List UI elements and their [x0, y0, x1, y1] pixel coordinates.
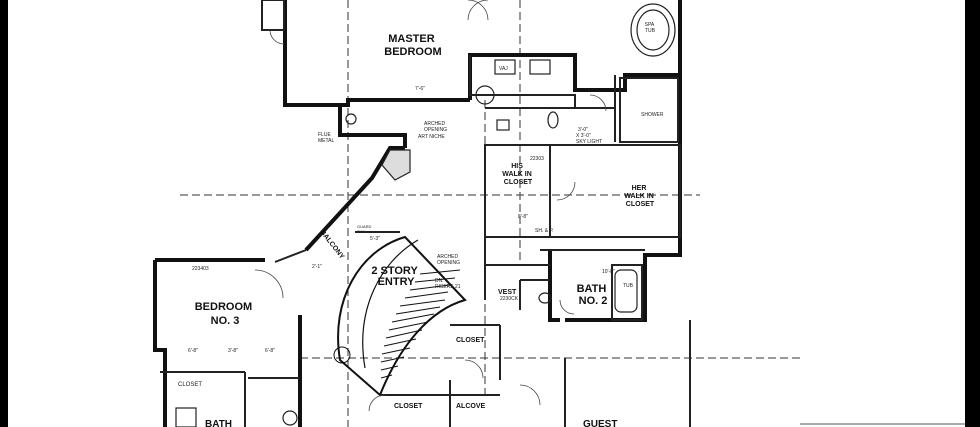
dimension-3: 6'-8" — [265, 348, 275, 354]
note-shower: SHOWER — [641, 112, 664, 118]
interior-walls — [160, 0, 691, 427]
note-risers: DN. RISERS 21 — [435, 278, 461, 290]
dimension-6: 5'-3" — [370, 236, 380, 242]
door-code-2: 2230CK — [500, 296, 519, 302]
room-label-bath-2: BATH NO. 2 — [577, 283, 610, 307]
room-label-guest: GUEST — [583, 419, 617, 427]
dashed-beam-lines — [180, 0, 800, 427]
left-border-bar — [0, 0, 8, 427]
exterior-walls — [153, 0, 682, 427]
door-swings — [254, 0, 607, 412]
room-label-closet-b: CLOSET — [394, 403, 423, 410]
door-code-1: 22303 — [530, 156, 544, 162]
door-code-3: 223403 — [192, 266, 209, 272]
room-label-vest: VEST — [498, 289, 517, 296]
dimension-8: 7'-6" — [415, 86, 425, 92]
room-label-bedroom-3: BEDROOM NO. 3 — [195, 301, 256, 327]
dimension-7: 8'-8" — [518, 214, 528, 220]
room-label-bath-bottom: BATH — [205, 419, 232, 427]
note-sky-light: 3'-0" X 3'-0" SKY LIGHT — [576, 127, 602, 145]
room-label-her-closet: HER WALK IN CLOSET — [624, 185, 656, 208]
room-label-his-closet: HIS WALK IN CLOSET — [502, 163, 534, 186]
dimension-4: 10'-8" — [602, 269, 615, 275]
room-label-balcony: BALCONY — [318, 229, 345, 261]
note-tub: TUB — [623, 283, 634, 289]
room-label-closet-c: CLOSET — [178, 382, 202, 388]
note-arched-opening-mid: ARCHED OPENING — [437, 254, 460, 266]
note-flue-metal: FLUE METAL — [318, 132, 335, 144]
note-guard-rail: GUARD RAIL — [357, 224, 373, 234]
right-border-bar — [965, 0, 980, 427]
room-label-two-story-entry: 2 STORY ENTRY — [371, 265, 420, 288]
spiral-staircase — [333, 235, 467, 397]
note-spa-tub: SPA TUB — [645, 22, 656, 34]
room-label-closet-a: CLOSET — [456, 337, 485, 344]
dimension-1: 6'-8" — [188, 348, 198, 354]
note-vaj: VAJ — [499, 66, 508, 72]
fixtures — [175, 3, 676, 427]
dimension-2: 3'-8" — [228, 348, 238, 354]
note-arched-opening-top: ARCHED OPENING — [424, 121, 447, 133]
room-label-master-bedroom: MASTER BEDROOM — [384, 33, 441, 58]
note-sh-p: SH. & P. — [535, 228, 554, 234]
room-label-alcove: ALCOVE — [456, 403, 486, 410]
note-art-niche: ART NICHE — [418, 134, 445, 140]
dimension-5: 2'-1" — [312, 264, 322, 270]
